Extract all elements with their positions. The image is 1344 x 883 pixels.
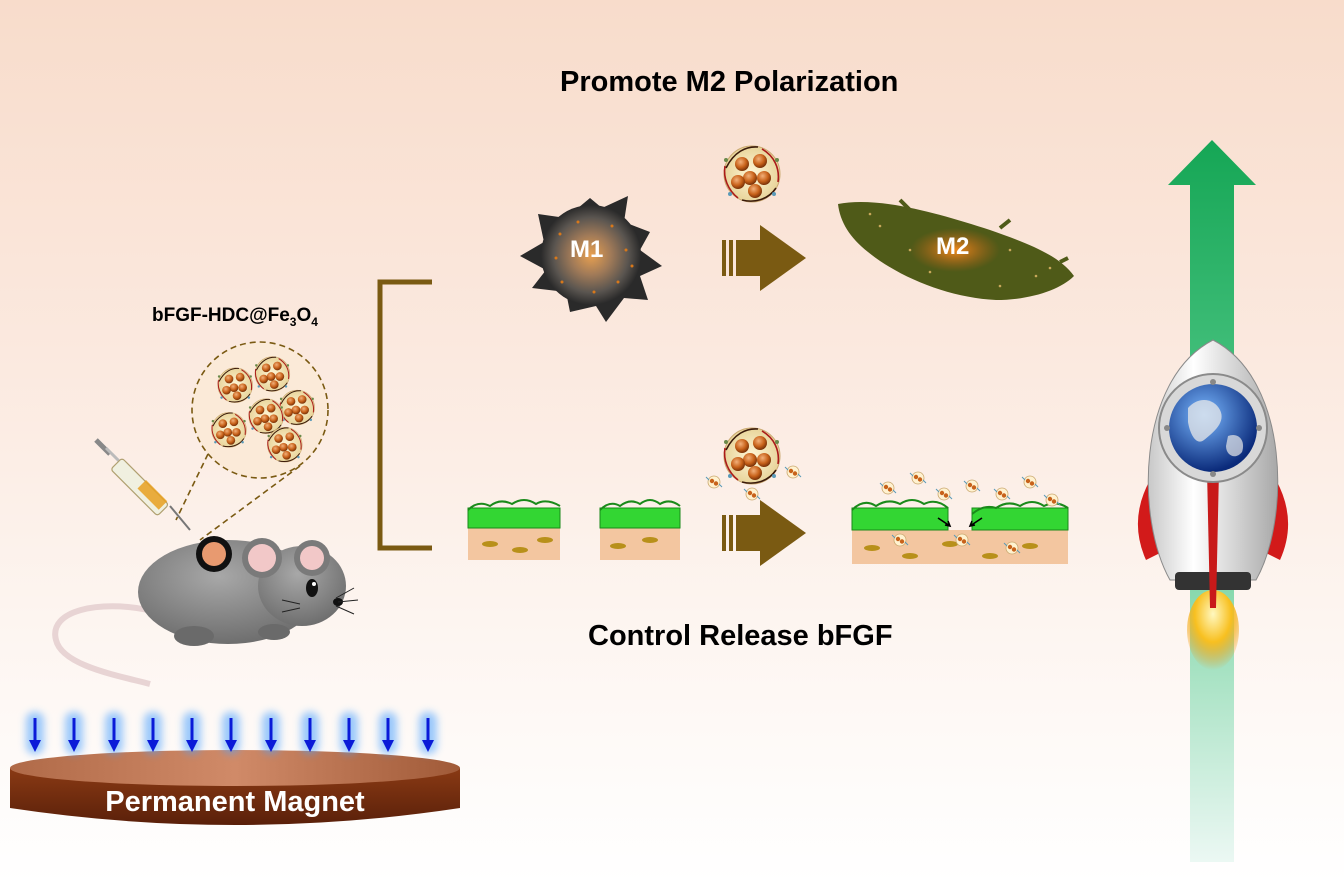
nanoparticle-label-mid: O [296, 305, 312, 326]
right-arrow-icon [722, 500, 806, 566]
nanoparticle-label: bFGF-HDC@Fe3O4 [152, 305, 318, 329]
bracket-connector [377, 279, 432, 551]
healing-tissue-icon [851, 471, 1069, 564]
m2-label: M2 [936, 233, 970, 260]
control-release-heading: Control Release bFGF [588, 620, 893, 652]
promote-m2-heading: Promote M2 Polarization [560, 66, 899, 98]
skin-tissue-icon [467, 499, 681, 560]
nanoparticle-label-prefix: bFGF-HDC@Fe [152, 305, 290, 326]
m1-label: M1 [570, 236, 604, 263]
right-arrow-icon [722, 225, 806, 291]
magnet-label: Permanent Magnet [105, 786, 365, 818]
nanoparticle-icon [724, 146, 780, 202]
nanoparticle-zoom-icon [175, 341, 329, 541]
macrophage-m2-icon [838, 198, 1074, 300]
mouse-icon [52, 536, 359, 687]
magnet-icon [10, 750, 460, 825]
magnetic-field-arrows [26, 712, 437, 754]
nanoparticle-label-sub1: 3 [289, 314, 297, 329]
rocket-icon [1137, 339, 1289, 670]
syringe-icon [94, 438, 191, 531]
nanoparticle-icon [724, 428, 780, 484]
macrophage-m1-icon [520, 196, 662, 322]
globe-icon [1169, 384, 1257, 472]
nanoparticle-label-sub2: 4 [311, 314, 318, 329]
